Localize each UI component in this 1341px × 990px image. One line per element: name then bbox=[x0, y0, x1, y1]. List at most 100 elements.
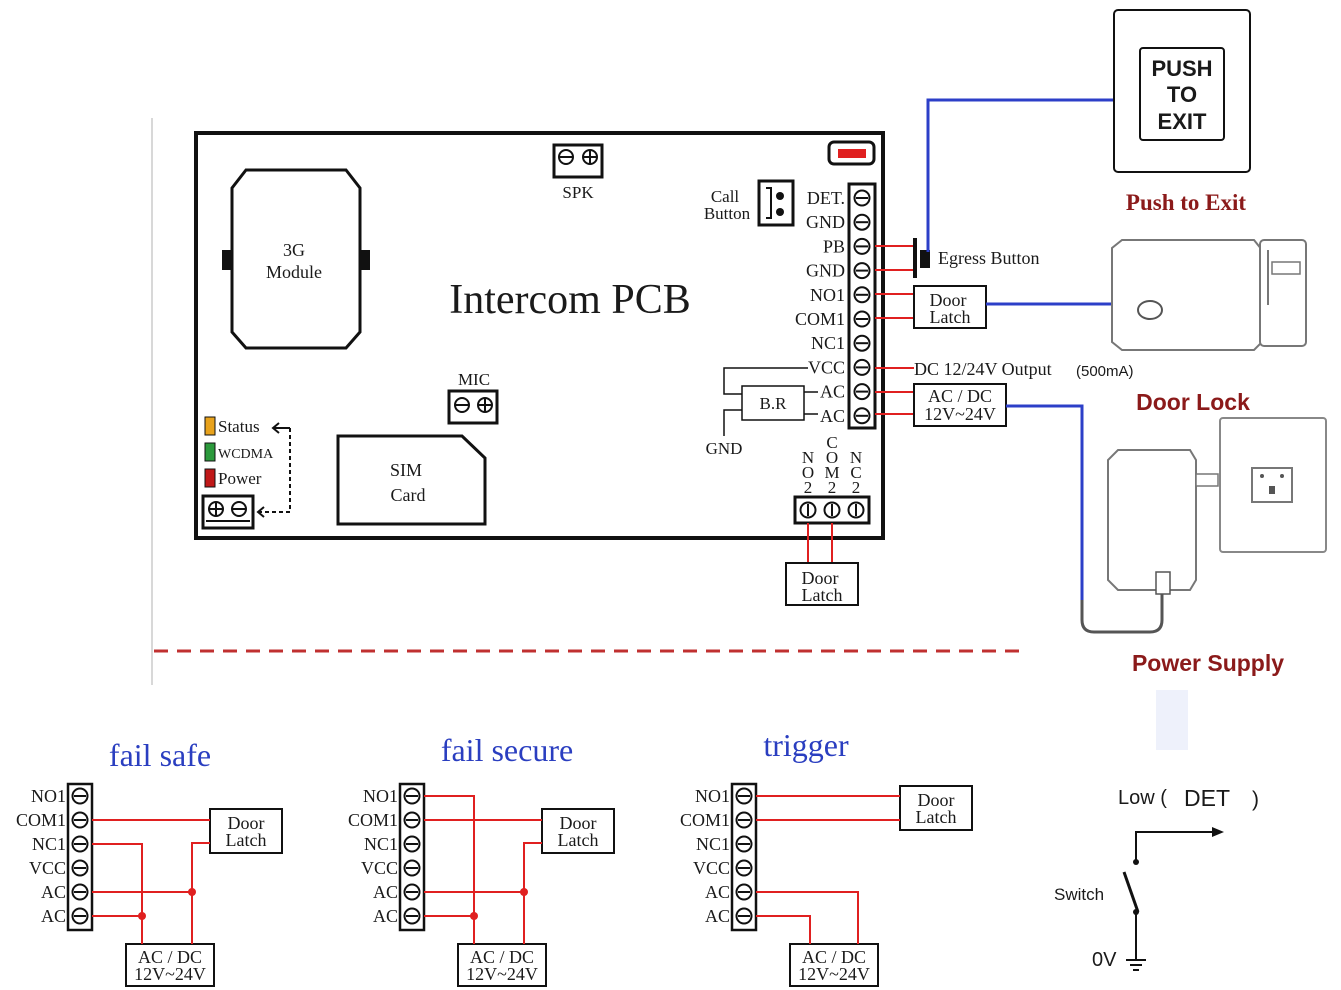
door-latch-box bbox=[209, 808, 283, 854]
push-to-exit-button: PUSH TO EXIT Push to Exit bbox=[1113, 9, 1251, 215]
decorative-strip bbox=[1156, 690, 1188, 750]
terminal-label: AC bbox=[41, 882, 66, 902]
svg-text:): ) bbox=[1252, 788, 1259, 811]
terminal-label: M bbox=[824, 463, 839, 482]
fail-safe-title: fail safe bbox=[109, 737, 211, 773]
terminal-label: O bbox=[826, 448, 838, 467]
acdc-input-box: AC / DC 12V~24V bbox=[875, 383, 1007, 427]
terminal-label: AC bbox=[705, 882, 730, 902]
terminal-label: 2 bbox=[828, 478, 837, 497]
fail-secure-title: fail secure bbox=[441, 732, 573, 768]
terminal-label: VCC bbox=[808, 357, 845, 377]
svg-text:(500mA): (500mA) bbox=[1076, 363, 1134, 380]
svg-text:AC / DC: AC / DC bbox=[928, 386, 992, 406]
terminal-label: NC1 bbox=[364, 834, 398, 854]
svg-text:Latch: Latch bbox=[226, 830, 267, 850]
svg-text:Door: Door bbox=[560, 813, 597, 833]
svg-text:WCDMA: WCDMA bbox=[218, 447, 274, 462]
svg-text:Low (: Low ( bbox=[1118, 787, 1167, 809]
terminal-label: AC bbox=[41, 906, 66, 926]
terminal-label: NO1 bbox=[31, 786, 66, 806]
blue-wires bbox=[926, 98, 1118, 600]
svg-text:3G: 3G bbox=[283, 240, 305, 260]
terminal-label: VCC bbox=[361, 858, 398, 878]
terminal-label: VCC bbox=[29, 858, 66, 878]
svg-text:GND: GND bbox=[706, 439, 743, 458]
svg-text:Push to Exit: Push to Exit bbox=[1126, 190, 1246, 215]
status-led bbox=[204, 416, 216, 436]
svg-text:AC / DC: AC / DC bbox=[802, 947, 866, 967]
terminal-label: COM1 bbox=[795, 309, 845, 329]
svg-text:12V~24V: 12V~24V bbox=[466, 964, 538, 984]
svg-text:Door: Door bbox=[228, 813, 265, 833]
door-latch-bottom: Door Latch bbox=[785, 523, 859, 606]
svg-text:Door: Door bbox=[918, 790, 955, 810]
svg-text:PUSH: PUSH bbox=[1151, 56, 1212, 81]
terminal-label: COM1 bbox=[680, 810, 730, 830]
acdc-box bbox=[789, 943, 879, 987]
terminal-label: PB bbox=[823, 236, 845, 256]
terminal-label: AC bbox=[820, 406, 845, 426]
pcb-title: Intercom PCB bbox=[449, 277, 690, 323]
door-latch-box bbox=[541, 808, 615, 854]
svg-text:Egress Button: Egress Button bbox=[938, 248, 1040, 268]
svg-text:Door: Door bbox=[930, 290, 967, 310]
terminal-label: 2 bbox=[804, 478, 813, 497]
spk-connector: SPK bbox=[552, 143, 604, 202]
terminal-label: VCC bbox=[693, 858, 730, 878]
svg-text:12V~24V: 12V~24V bbox=[134, 964, 206, 984]
status-leds: Status WCDMA Power bbox=[201, 416, 291, 530]
terminal-label: NC1 bbox=[32, 834, 66, 854]
terminal-label: AC bbox=[373, 882, 398, 902]
svg-text:AC / DC: AC / DC bbox=[470, 947, 534, 967]
pcb-board: Intercom PCB 3G Module SPK Call Bu bbox=[194, 131, 885, 540]
power-led bbox=[204, 468, 216, 488]
svg-text:SPK: SPK bbox=[562, 183, 594, 202]
terminal-label: NO1 bbox=[695, 786, 730, 806]
egress-wires: Egress Button bbox=[875, 238, 1040, 278]
svg-text:EXIT: EXIT bbox=[1158, 109, 1207, 134]
terminal-label: AC bbox=[820, 382, 845, 402]
svg-text:B.R: B.R bbox=[760, 394, 788, 413]
svg-text:Button: Button bbox=[704, 204, 751, 223]
terminal-label: COM1 bbox=[16, 810, 66, 830]
mic-connector: MIC bbox=[447, 370, 499, 425]
terminal-label: NC1 bbox=[696, 834, 730, 854]
terminal-label: O bbox=[802, 463, 814, 482]
svg-text:Module: Module bbox=[266, 262, 322, 282]
svg-text:Call: Call bbox=[711, 187, 740, 206]
det-switch-diagram: Low ( DET ) Switch 0V bbox=[1054, 785, 1259, 971]
svg-text:12V~24V: 12V~24V bbox=[798, 964, 870, 984]
svg-text:Status: Status bbox=[218, 417, 260, 436]
terminal-label: GND bbox=[806, 261, 845, 281]
sim-card: SIM Card bbox=[336, 434, 487, 526]
terminal-label: GND bbox=[806, 212, 845, 232]
svg-text:AC / DC: AC / DC bbox=[138, 947, 202, 967]
svg-text:Door: Door bbox=[802, 568, 839, 588]
svg-text:Power: Power bbox=[218, 469, 262, 488]
terminal-label: NO1 bbox=[363, 786, 398, 806]
svg-text:Latch: Latch bbox=[802, 585, 843, 605]
svg-text:Card: Card bbox=[391, 485, 426, 505]
door-lock-image: Door Lock bbox=[1111, 239, 1307, 415]
svg-text:Latch: Latch bbox=[930, 307, 971, 327]
acdc-box bbox=[457, 943, 547, 987]
svg-text:Latch: Latch bbox=[916, 807, 957, 827]
terminal-label: N bbox=[802, 448, 814, 467]
svg-text:TO: TO bbox=[1167, 82, 1197, 107]
svg-text:Power Supply: Power Supply bbox=[1132, 650, 1284, 676]
terminal-label: AC bbox=[373, 906, 398, 926]
dc-output-label: DC 12/24V Output (500mA) bbox=[875, 359, 1134, 380]
terminal-label: 2 bbox=[852, 478, 861, 497]
door-latch-box bbox=[899, 785, 973, 831]
acdc-box bbox=[125, 943, 215, 987]
trigger-title: trigger bbox=[763, 727, 849, 763]
3g-module: 3G Module bbox=[222, 168, 370, 350]
svg-text:Switch: Switch bbox=[1054, 885, 1104, 904]
svg-text:DC 12/24V Output: DC 12/24V Output bbox=[914, 359, 1052, 379]
